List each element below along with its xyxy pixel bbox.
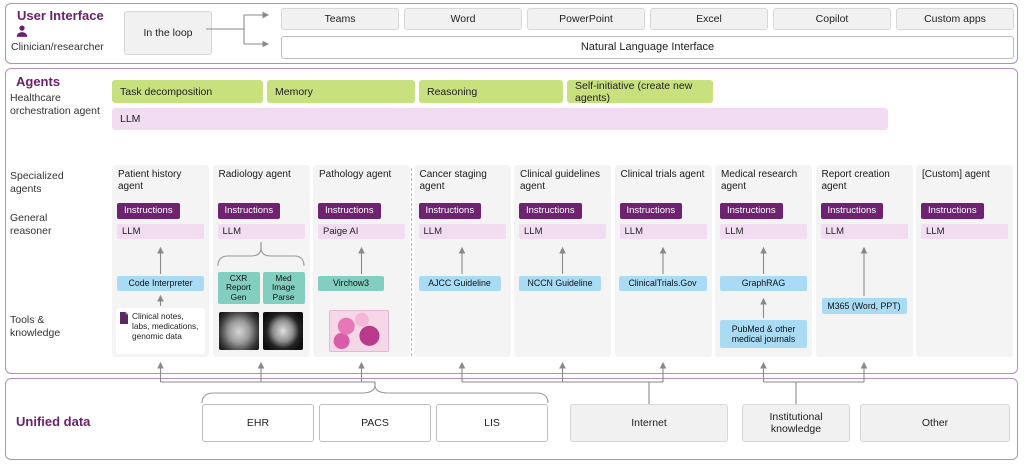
instructions-box: Instructions xyxy=(318,203,381,219)
agent-title: Medical research agent xyxy=(721,169,798,192)
knowledge-clinical-notes: Clinical notes, labs, medications, genom… xyxy=(116,308,205,354)
source-ehr: EHR xyxy=(202,404,314,442)
tool-code-interpreter: Code Interpreter xyxy=(117,276,204,291)
unified-data-title: Unified data xyxy=(16,414,91,429)
agent-column-pathology: Pathology agent Instructions Paige AI Vi… xyxy=(313,165,410,357)
reasoner-box: LLM xyxy=(820,224,908,239)
instructions-box: Instructions xyxy=(117,203,180,219)
reasoner-box: LLM xyxy=(519,224,606,239)
column-divider xyxy=(411,168,412,356)
brain-mri-image xyxy=(262,312,303,350)
user-interface-title: User Interface xyxy=(17,8,104,23)
app-copilot: Copilot xyxy=(773,8,891,30)
reasoner-box: Paige AI xyxy=(318,224,405,239)
source-other: Other xyxy=(860,404,1010,442)
tool-nccn-guideline: NCCN Guideline xyxy=(519,276,601,291)
reasoner-box: LLM xyxy=(720,224,807,239)
capability-task-decomposition: Task decomposition xyxy=(112,80,263,103)
app-word: Word xyxy=(404,8,522,30)
instructions-box: Instructions xyxy=(720,203,783,219)
instructions-box: Instructions xyxy=(820,203,884,219)
tool-clinicaltrials-gov: ClinicalTrials.Gov xyxy=(618,276,707,291)
capability-reasoning: Reasoning xyxy=(419,80,563,103)
orchestration-agent-label: Healthcare orchestration agent xyxy=(10,92,100,117)
specialized-agents-label: Specialized agents xyxy=(10,170,64,195)
agent-column-cancer-staging: Cancer staging agent Instructions LLM AJ… xyxy=(413,165,511,357)
app-custom-apps: Custom apps xyxy=(896,8,1014,30)
reasoner-box: LLM xyxy=(418,224,506,239)
clinician-label: Clinician/researcher xyxy=(11,41,104,53)
app-powerpoint: PowerPoint xyxy=(527,8,645,30)
tool-ajcc-guideline: AJCC Guideline xyxy=(418,276,501,291)
tools-knowledge-label: Tools & knowledge xyxy=(10,314,61,339)
natural-language-interface-box: Natural Language Interface xyxy=(281,36,1014,59)
person-icon xyxy=(15,24,29,43)
document-icon xyxy=(119,312,129,327)
source-pacs: PACS xyxy=(319,404,431,442)
histopathology-image xyxy=(329,310,389,352)
agent-column-medical-research: Medical research agent Instructions LLM … xyxy=(715,165,812,357)
instructions-box: Instructions xyxy=(418,203,482,219)
tool-virchow3: Virchow3 xyxy=(318,276,384,291)
capability-memory: Memory xyxy=(267,80,415,103)
reasoner-box: LLM xyxy=(619,224,707,239)
agent-title: Report creation agent xyxy=(821,169,890,192)
reasoner-box: LLM xyxy=(217,224,305,239)
source-lis: LIS xyxy=(436,404,548,442)
reasoner-box: LLM xyxy=(117,224,204,239)
orchestrator-llm-bar: LLM xyxy=(112,108,888,130)
knowledge-text: Clinical notes, labs, medications, genom… xyxy=(132,311,199,341)
capability-self-initiative: Self-initiative (create new agents) xyxy=(567,80,713,104)
instructions-box: Instructions xyxy=(921,203,984,219)
agent-column-report-creation: Report creation agent Instructions LLM M… xyxy=(815,165,913,357)
agent-title: Clinical trials agent xyxy=(620,169,705,180)
source-institutional-knowledge: Institutional knowledge xyxy=(742,404,850,442)
tool-m365: M365 (Word, PPT) xyxy=(821,298,907,314)
reasoner-box: LLM xyxy=(921,224,1008,239)
agent-title: [Custom] agent xyxy=(922,169,990,180)
agent-column-radiology: Radiology agent Instructions LLM CXR Rep… xyxy=(212,165,310,357)
chest-xray-image xyxy=(218,312,259,350)
agent-column-patient-history: Patient history agent Instructions LLM C… xyxy=(112,165,209,357)
agent-title: Cancer staging agent xyxy=(419,169,487,192)
in-the-loop-box: In the loop xyxy=(124,11,212,55)
source-internet: Internet xyxy=(570,404,728,442)
agent-title: Radiology agent xyxy=(218,169,291,180)
knowledge-pubmed: PubMed & other medical journals xyxy=(720,320,807,348)
agent-title: Clinical guidelines agent xyxy=(520,169,601,192)
general-reasoner-label: General reasoner xyxy=(10,212,52,237)
user-interface-section: User Interface Clinician/researcher In t… xyxy=(5,3,1018,64)
instructions-box: Instructions xyxy=(619,203,683,219)
instructions-box: Instructions xyxy=(217,203,281,219)
tool-cxr-report-gen: CXR Report Gen xyxy=(217,272,260,304)
app-excel: Excel xyxy=(650,8,768,30)
app-teams: Teams xyxy=(281,8,399,30)
agents-title: Agents xyxy=(16,74,61,89)
tool-med-image-parse: Med Image Parse xyxy=(262,272,305,304)
agent-title: Pathology agent xyxy=(319,169,392,180)
agent-column-clinical-trials: Clinical trials agent Instructions LLM C… xyxy=(614,165,712,357)
tool-graphrag: GraphRAG xyxy=(720,276,807,291)
agent-column-clinical-guidelines: Clinical guidelines agent Instructions L… xyxy=(514,165,611,357)
instructions-box: Instructions xyxy=(519,203,582,219)
agent-title: Patient history agent xyxy=(118,169,182,192)
agent-column-custom: [Custom] agent Instructions LLM xyxy=(916,165,1013,357)
